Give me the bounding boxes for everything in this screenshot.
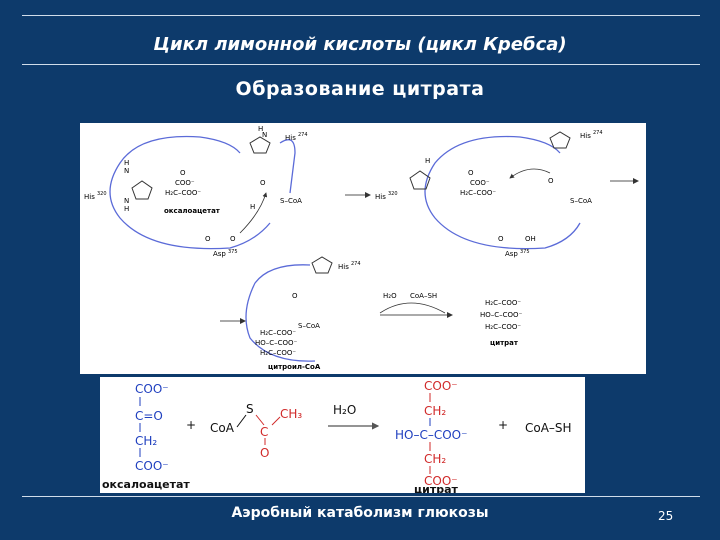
svg-text:O: O: [260, 179, 266, 187]
his-h-1: H: [124, 159, 129, 167]
eq-oaa-co: C=O: [135, 409, 163, 423]
s-coa-3: S–CoA: [298, 322, 320, 330]
his274-label: His: [285, 134, 296, 142]
imidazole-ring-top-1: [249, 136, 271, 154]
citrate-ch2coo: H₂C–COO⁻: [485, 299, 521, 307]
svg-text:O: O: [205, 235, 211, 243]
imidazole-ring-1: [131, 180, 153, 200]
his320-label: His: [84, 193, 95, 201]
eq-coa: CoA: [210, 421, 235, 435]
svg-text:O: O: [548, 177, 554, 185]
svg-text:H: H: [425, 157, 430, 165]
citryl-coa-label: цитроил-CoA: [268, 363, 321, 371]
his274-num-2: 274: [593, 130, 603, 136]
citrate-label-scheme: цитрат: [490, 339, 519, 347]
eq-citrate-label: цитрат: [414, 483, 459, 493]
enzyme-outline-1: [109, 135, 271, 250]
top-rule: [22, 15, 700, 16]
h2o-label: H₂O: [383, 292, 397, 300]
asp-oh: OH: [525, 235, 536, 243]
citryl-ch2coo-2: H₂C–COO⁻: [260, 349, 296, 357]
page-number: 25: [658, 509, 674, 523]
eq-plus-2: +: [498, 418, 508, 432]
svg-text:N: N: [262, 131, 267, 139]
his274-label-2: His: [580, 132, 591, 140]
s-coa-1: S–CoA: [280, 197, 302, 205]
eq-cit-ch2-bot: CH₂: [424, 452, 446, 466]
eq-s: S: [246, 402, 254, 416]
svg-text:O: O: [498, 235, 504, 243]
eq-cit-coo-top: COO⁻: [424, 379, 458, 393]
summary-equation: COO⁻ C=O CH₂ COO⁻ оксалоацетат + CoA S C…: [100, 377, 585, 496]
svg-text:O: O: [468, 169, 474, 177]
citryl-hoccoo: HO–C–COO⁻: [255, 339, 298, 347]
oaa-o: O: [180, 169, 186, 177]
his-h-2: H: [124, 205, 129, 213]
eq-h2o: H₂O: [333, 403, 356, 417]
eq-plus-1: +: [186, 418, 196, 432]
asp-num: 375: [228, 249, 238, 255]
citrate-hoccoo: HO–C–COO⁻: [480, 311, 523, 319]
oaa-coo: COO⁻: [175, 179, 195, 187]
his274-label-3: His: [338, 263, 349, 271]
title-rule: [22, 64, 700, 65]
s-coa-2: S–CoA: [570, 197, 592, 205]
svg-text:H: H: [250, 203, 255, 211]
oaa-coo-2: COO⁻: [470, 179, 490, 187]
eq-o: O: [260, 446, 269, 460]
svg-text:O: O: [292, 292, 298, 300]
eq-oaa-label: оксалоацетат: [102, 478, 190, 491]
asp-num-2: 375: [520, 249, 530, 255]
footer-rule: [22, 496, 700, 497]
svg-text:H: H: [258, 125, 263, 133]
his274-num-3: 274: [351, 261, 361, 267]
eq-cit-coo-bot: COO⁻: [424, 474, 458, 488]
eq-ch3: CH₃: [280, 407, 302, 421]
svg-text:O: O: [230, 235, 236, 243]
eq-coash: CoA–SH: [525, 421, 572, 435]
eq-c: C: [260, 425, 268, 439]
his320-num-2: 320: [388, 191, 398, 197]
oaa-label: оксалоацетат: [164, 207, 221, 215]
coash-label: CoA–SH: [410, 292, 437, 300]
citryl-ch2coo: H₂C–COO⁻: [260, 329, 296, 337]
enzyme-outline-3: [245, 264, 316, 362]
slide-footer: Аэробный катаболизм глюкозы: [231, 505, 489, 521]
eq-cit-hoccoo: HO–C–COO⁻: [395, 428, 467, 442]
his-n-2: N: [124, 197, 129, 205]
slide-title: Цикл лимонной кислоты (цикл Кребса): [153, 34, 567, 55]
imidazole-ring-top-2: [549, 131, 571, 149]
eq-oaa-coo-2: COO⁻: [135, 459, 169, 473]
his274-num: 274: [298, 132, 308, 138]
mechanism-scheme: H N His 320 N H H N His 274 O COO⁻ H₂C–C…: [80, 123, 646, 374]
his320-num: 320: [97, 191, 107, 197]
eq-oaa-coo: COO⁻: [135, 382, 169, 396]
enzyme-outline-2: [424, 135, 581, 250]
slide-subtitle: Образование цитрата: [235, 78, 485, 100]
oaa-ch2coo-2: H₂C–COO⁻: [460, 189, 496, 197]
eq-oaa-ch2: CH₂: [135, 434, 157, 448]
his320-label-2: His: [375, 193, 386, 201]
imidazole-ring-3: [311, 256, 333, 274]
oaa-ch2coo: H₂C–COO⁻: [165, 189, 201, 197]
imidazole-ring-2: [409, 170, 431, 190]
asp-label: Asp: [213, 250, 226, 258]
citrate-ch2coo-2: H₂C–COO⁻: [485, 323, 521, 331]
his-n-1: N: [124, 167, 129, 175]
eq-cit-ch2-top: CH₂: [424, 404, 446, 418]
asp-label-2: Asp: [505, 250, 518, 258]
